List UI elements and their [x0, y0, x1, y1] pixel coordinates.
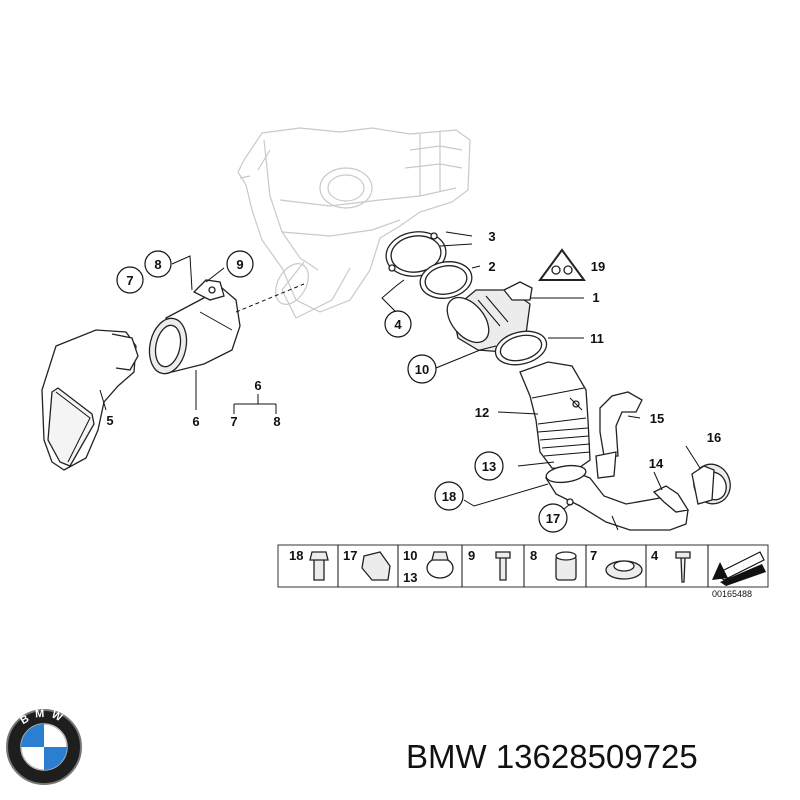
legend-label-13: 13: [403, 570, 417, 585]
callout-11: 11: [590, 331, 604, 346]
callout-2: 2: [488, 259, 495, 274]
callout-15: 15: [650, 411, 664, 426]
legend-screw-4-icon: [675, 551, 691, 583]
legend-sleeve-8-icon: [555, 551, 577, 581]
legend-label-18: 18: [289, 548, 303, 563]
callout-5: 5: [106, 413, 113, 428]
legend-label-4: 4: [651, 548, 659, 563]
leader-lines: [99, 231, 701, 517]
part-5-intake-snorkel: [41, 329, 139, 471]
part-11-ring: [494, 330, 548, 366]
brand-part-number: BMW 13628509725: [406, 738, 698, 775]
part-2-seal-ring: [419, 261, 473, 299]
tree-label-6: 6: [254, 378, 261, 393]
callout-13: 13: [482, 459, 496, 474]
diagram-id: 00165488: [712, 589, 752, 599]
legend-label-8: 8: [530, 548, 537, 563]
callout-19: 19: [591, 259, 605, 274]
callout-16: 16: [707, 430, 721, 445]
part-6-duct: [148, 279, 241, 375]
bmw-logo: BMW: [6, 708, 82, 785]
callout-4: 4: [394, 317, 402, 332]
callout-18: 18: [442, 489, 456, 504]
part-16-connector: [691, 463, 731, 505]
legend-label-9: 9: [468, 548, 475, 563]
callout-12: 12: [475, 405, 489, 420]
legend-screw-9-icon: [495, 551, 511, 581]
callout-8: 8: [154, 257, 161, 272]
legend-hose-clamp-icon: [426, 551, 454, 579]
parts-legend: [277, 544, 769, 588]
part-15-hose: [595, 391, 643, 479]
legend-bolt-18-icon: [309, 551, 329, 581]
callout-14: 14: [649, 456, 664, 471]
legend-label-7: 7: [590, 548, 597, 563]
callout-6: 6: [192, 414, 199, 429]
part-14-intake-pipe: [545, 464, 690, 531]
callout-9: 9: [236, 257, 243, 272]
tree-label-7: 7: [230, 414, 237, 429]
callout-10: 10: [415, 362, 429, 377]
callout-3: 3: [488, 229, 495, 244]
part-12-bellows: [519, 361, 591, 471]
callout-7: 7: [126, 273, 133, 288]
tree-label-8: 8: [273, 414, 280, 429]
callout-1: 1: [592, 290, 599, 305]
callout-circles: [116, 250, 568, 533]
legend-grommet-7-icon: [605, 560, 643, 580]
legend-label-17: 17: [343, 548, 357, 563]
arrow-icon: [712, 551, 766, 586]
legend-label-10: 10: [403, 548, 417, 563]
part-3-clamp-ring: [385, 231, 447, 277]
air-filter-housing-outline: [237, 127, 471, 319]
callout-17: 17: [546, 511, 560, 526]
legend-clip-17-icon: [361, 551, 391, 581]
part-19-warning-label: [538, 248, 586, 281]
